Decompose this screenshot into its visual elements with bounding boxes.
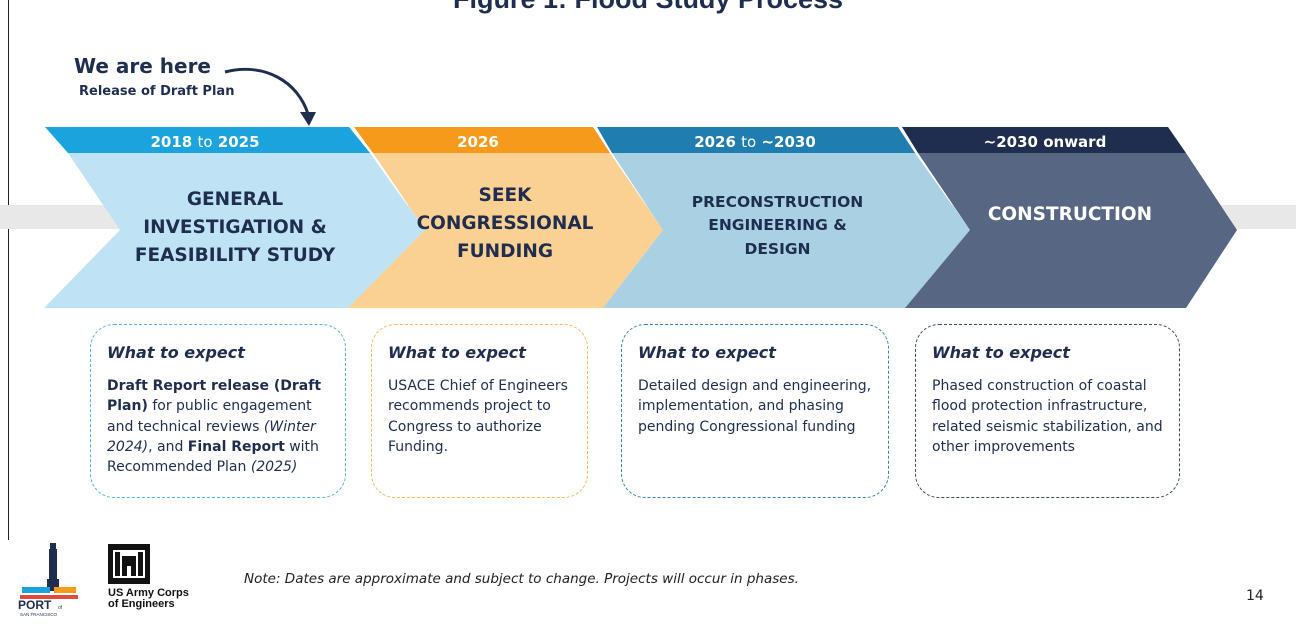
svg-text:SAN FRANCISCO: SAN FRANCISCO xyxy=(20,612,58,617)
stage-1-name: GENERAL INVESTIGATION & FEASIBILITY STUD… xyxy=(134,189,336,266)
stage-3-date: 2026 to ~2030 xyxy=(694,133,816,151)
svg-text:PORT: PORT xyxy=(18,598,52,612)
process-chevrons xyxy=(44,127,1237,308)
stage-1-card-heading: What to expect xyxy=(107,343,245,362)
stage-1-card-body: Draft Report release (Draft Plan) for pu… xyxy=(107,378,322,476)
stage-1-card: What to expect Draft Report release (Dra… xyxy=(90,324,346,498)
usace-castle-logo xyxy=(108,544,150,584)
stage-4-name: CONSTRUCTION xyxy=(987,204,1153,225)
stage-4-card-heading: What to expect xyxy=(932,343,1070,362)
stage-4-card-body: Phased construction of coastal flood pro… xyxy=(932,378,1163,455)
stage-2-date: 2026 xyxy=(457,133,499,151)
stage-4-tab xyxy=(902,127,1186,153)
we-are-here-arrow-icon xyxy=(224,67,316,126)
we-are-here-label: We are here xyxy=(74,54,211,78)
svg-text:of: of xyxy=(58,605,63,611)
stage-2-card-heading: What to expect xyxy=(388,343,526,362)
stage-2-card: What to expect USACE Chief of Engineers … xyxy=(371,324,588,498)
stage-4-chevron xyxy=(905,153,1237,308)
stage-1-tab xyxy=(45,127,370,153)
stage-4-date: ~2030 onward xyxy=(983,133,1107,151)
footnote: Note: Dates are approximate and subject … xyxy=(244,571,799,587)
stage-2-tab xyxy=(354,127,610,153)
we-are-here-sublabel: Release of Draft Plan xyxy=(79,84,235,99)
stage-2-chevron xyxy=(348,153,663,308)
stage-2-card-body: USACE Chief of Engineers recommends proj… xyxy=(388,378,568,455)
stage-2-name: SEEK CONGRESSIONAL FUNDING xyxy=(416,185,594,262)
left-divider xyxy=(8,0,9,540)
page-number: 14 xyxy=(1246,588,1264,604)
stage-1-date: 2018 to 2025 xyxy=(150,133,260,151)
stage-3-card-body: Detailed design and engineering, impleme… xyxy=(638,378,872,435)
stage-3-tab xyxy=(597,127,915,153)
port-of-san-francisco-logo: PORT of SAN FRANCISCO xyxy=(18,543,78,617)
stage-3-card: What to expect Detailed design and engin… xyxy=(621,324,889,498)
stage-3-chevron xyxy=(603,153,970,308)
stage-3-name: PRECONSTRUCTION ENGINEERING & DESIGN xyxy=(691,193,864,258)
stage-4-card: What to expect Phased construction of co… xyxy=(915,324,1180,498)
stage-1-chevron xyxy=(44,153,425,308)
stage-3-card-heading: What to expect xyxy=(638,343,776,362)
page-title: Figure 1: Flood Study Process xyxy=(0,0,1296,14)
usace-wordmark: US Army Corps of Engineers xyxy=(108,587,189,610)
